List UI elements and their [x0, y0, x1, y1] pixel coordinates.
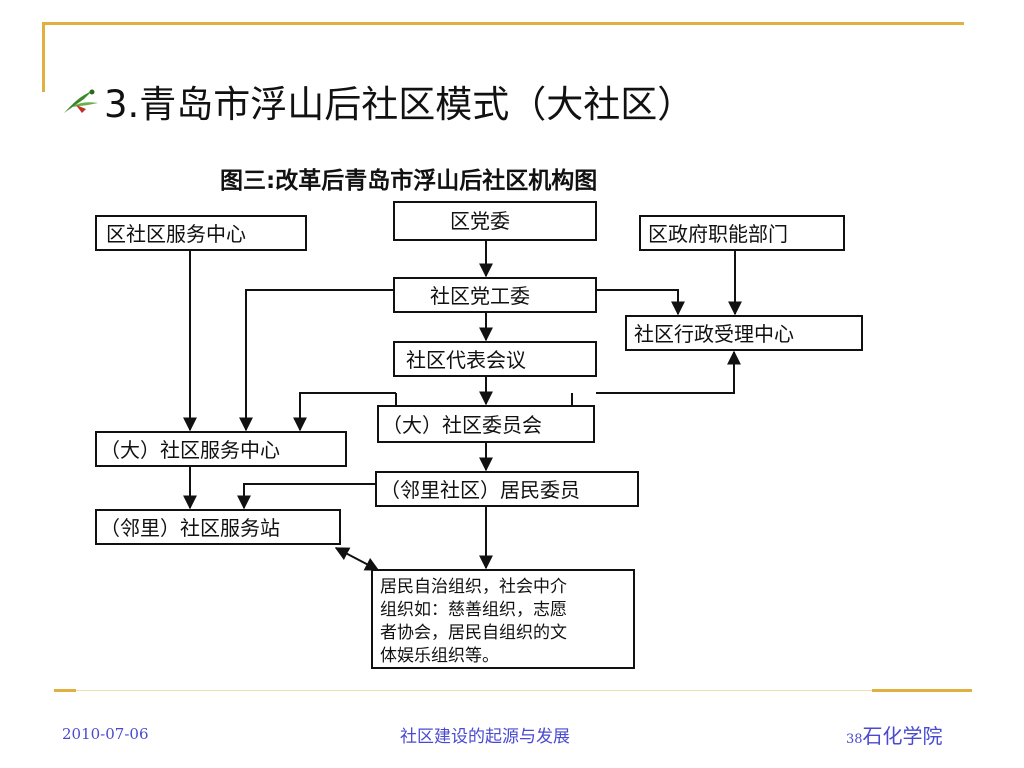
- label-district-party: 区党委: [450, 209, 510, 233]
- box-orgs: [371, 569, 635, 669]
- label-community-party-committee: 社区党工委: [430, 284, 530, 308]
- box-district-service-center: [95, 215, 307, 251]
- label-orgs-3: 者协会，居民自组织的文: [380, 623, 567, 643]
- box-district-gov-dept: [639, 215, 845, 251]
- footer-line-right: [872, 689, 972, 692]
- frame-top-line: [42, 22, 964, 25]
- footer-line-mid: [76, 690, 872, 691]
- slide-title: 3.青岛市浮山后社区模式（大社区）: [62, 74, 694, 128]
- diagram-heading: 图三:改革后青岛市浮山后社区机构图: [220, 167, 597, 194]
- box-service-station: [95, 509, 341, 545]
- label-service-station: （邻里）社区服务站: [100, 516, 280, 540]
- label-orgs-4: 体娱乐组织等。: [380, 646, 499, 666]
- label-district-gov-dept: 区政府职能部门: [648, 222, 788, 246]
- box-community-party-committee: [393, 277, 597, 313]
- label-orgs-1: 居民自治组织，社会中介: [380, 577, 567, 597]
- footer-page-org: 38石化学院: [846, 720, 943, 749]
- page-number: 38: [846, 732, 863, 747]
- footer-org: 石化学院: [862, 724, 943, 748]
- label-rep-meeting: 社区代表会议: [406, 348, 526, 372]
- footer-date: 2010-07-06: [62, 725, 149, 743]
- label-community-committee: （大）社区委员会: [382, 413, 542, 437]
- box-district-party: [393, 201, 597, 241]
- label-district-service-center: 区社区服务中心: [106, 222, 246, 246]
- org-chart: 图三:改革后青岛市浮山后社区机构图 区社区服务中心 区党委 区政府职能: [95, 167, 863, 669]
- box-residents-committee: [375, 471, 639, 507]
- label-admin-center: 社区行政受理中心: [634, 322, 794, 346]
- box-rep-meeting: [393, 341, 597, 377]
- bird-icon: [64, 89, 98, 113]
- label-orgs-2: 组织如：慈善组织，志愿: [380, 600, 567, 620]
- box-service-center: [95, 431, 347, 467]
- box-admin-center: [625, 315, 863, 351]
- footer-title: 社区建设的起源与发展: [400, 727, 570, 747]
- label-service-center: （大）社区服务中心: [100, 438, 280, 462]
- frame-left-line: [42, 22, 45, 92]
- footer-line-left: [54, 689, 76, 692]
- slide-title-text: 3.青岛市浮山后社区模式（大社区）: [104, 83, 695, 126]
- label-residents-committee: （邻里社区）居民委员: [380, 478, 580, 502]
